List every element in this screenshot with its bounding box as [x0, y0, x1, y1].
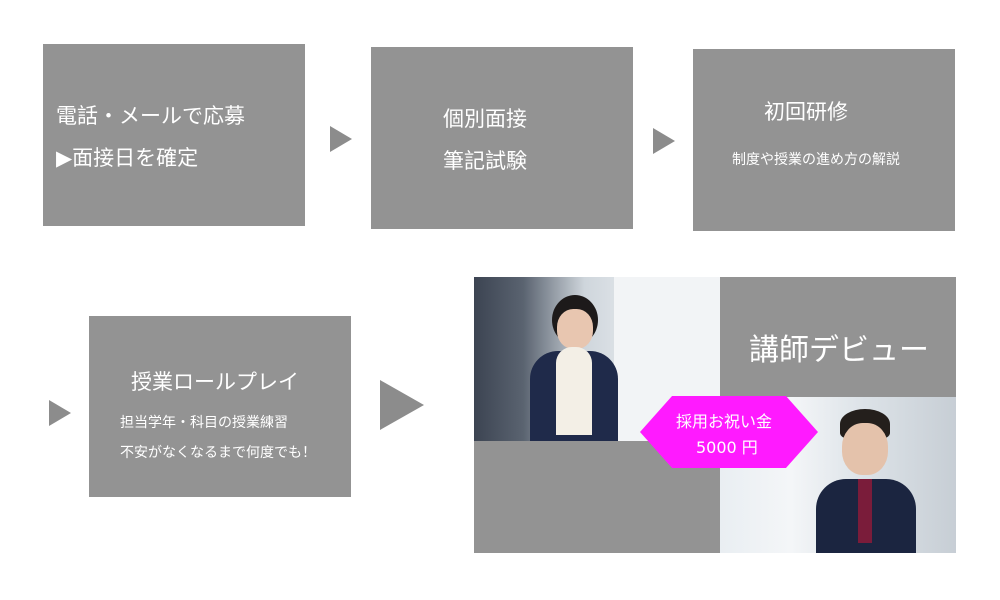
step-training-box: 初回研修 制度や授業の進め方の解説: [693, 49, 955, 231]
arrow-2-icon: [653, 128, 675, 154]
step-apply-line1: 電話・メールで応募: [56, 104, 245, 128]
teacher-figure: [526, 295, 622, 441]
step-roleplay-desc2: 不安がなくなるまで何度でも！: [120, 445, 316, 461]
arrow-1-icon: [330, 126, 352, 152]
bonus-badge-line2: 5000 円: [696, 438, 758, 457]
step-roleplay-desc1: 担当学年・科目の授業練習: [120, 415, 288, 431]
debut-title-panel: 講師デビュー: [720, 277, 956, 397]
debut-title: 講師デビュー: [749, 333, 929, 368]
arrow-4-icon: [380, 380, 424, 430]
arrow-3-icon: [49, 400, 71, 426]
step-interview-box: 個別面接 筆記試験: [371, 47, 633, 229]
step-training-title: 初回研修: [764, 100, 848, 124]
step-roleplay-title: 授業ロールプレイ: [131, 370, 299, 394]
step-interview-line2: 筆記試験: [443, 149, 527, 173]
step-apply-box: 電話・メールで応募 ▶面接日を確定: [43, 44, 305, 226]
step-apply-line2: ▶面接日を確定: [56, 146, 199, 170]
teacher-male-figure: [810, 409, 930, 553]
step-training-desc: 制度や授業の進め方の解説: [732, 152, 900, 168]
bonus-badge: 採用お祝い金 5000 円: [640, 396, 818, 468]
bonus-badge-line1: 採用お祝い金: [676, 412, 773, 431]
step-interview-line1: 個別面接: [443, 107, 527, 131]
step-roleplay-box: 授業ロールプレイ 担当学年・科目の授業練習 不安がなくなるまで何度でも！: [89, 316, 351, 497]
photo-female-teacher: [474, 277, 720, 441]
